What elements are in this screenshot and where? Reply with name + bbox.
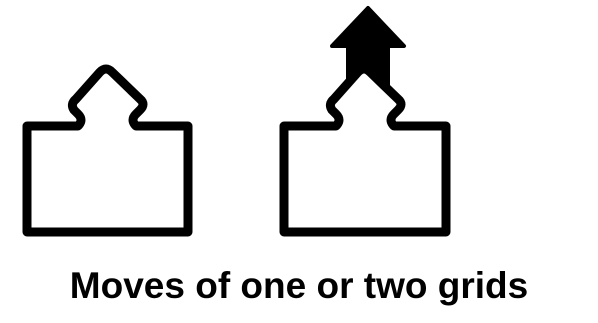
one-grid-outline <box>22 64 193 237</box>
move-two-grids-icon <box>279 6 451 237</box>
two-grids-outline <box>279 64 451 237</box>
caption-text: Moves of one or two grids <box>69 265 529 306</box>
move-one-grid-icon <box>22 64 193 237</box>
